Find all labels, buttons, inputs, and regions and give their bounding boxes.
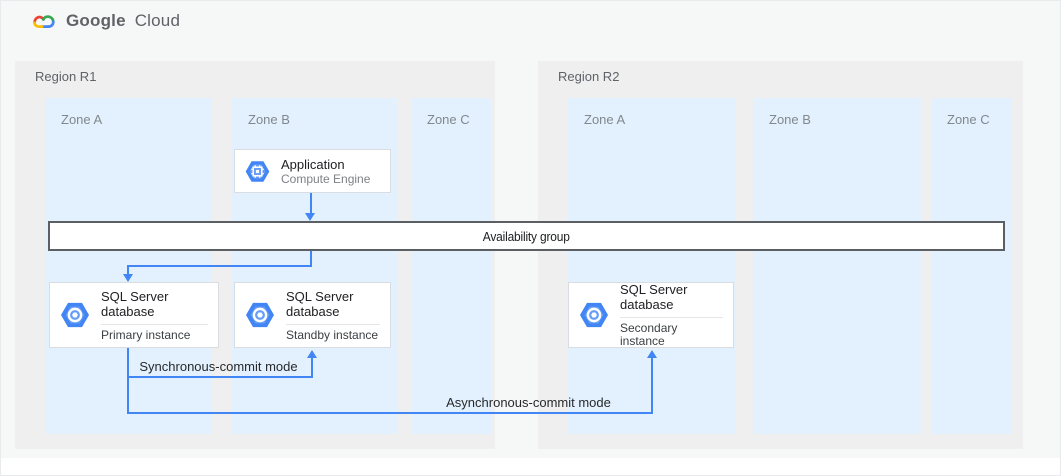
primary-instance-label: Primary instance [101, 327, 191, 342]
zone-r1-a-label: Zone A [61, 112, 103, 127]
zone-r1-b-label: Zone B [248, 112, 290, 127]
card-divider [101, 323, 208, 325]
logo-word-google: Google [66, 11, 126, 30]
edge-async-vertical [651, 357, 653, 414]
logo-wordmark: Google Cloud [66, 11, 180, 31]
card-divider [620, 317, 723, 318]
bottom-margin [1, 458, 1060, 475]
google-cloud-icon [33, 15, 55, 28]
edge-ag-to-primary-seg1 [310, 251, 312, 267]
sql-server-hexagon-icon [578, 299, 610, 331]
arrowhead-into-ag [305, 213, 315, 221]
zone-r2-c-label: Zone C [947, 112, 990, 127]
zone-r2-c: Zone C [931, 98, 1011, 434]
compute-engine-hexagon-icon [244, 158, 271, 185]
standby-sql-title: SQL Server database [286, 288, 354, 319]
zone-r1-c: Zone C [411, 98, 491, 434]
primary-sql-card: SQL Server database Primary instance [49, 282, 219, 348]
arrowhead-into-standby [307, 350, 317, 358]
region-r1-label: Region R1 [35, 69, 97, 84]
card-divider [286, 323, 380, 325]
secondary-sql-card: SQL Server database Secondary instance [568, 282, 734, 348]
edge-async-horizontal [127, 412, 653, 414]
edge-sync-horizontal [127, 376, 313, 378]
secondary-instance-label: Secondary instance [620, 321, 678, 348]
application-title: Application [281, 156, 345, 172]
edge-primary-trunk [127, 348, 129, 414]
edge-app-to-ag [310, 193, 312, 216]
edge-sync-vertical [311, 357, 313, 378]
application-subtitle: Compute Engine [281, 171, 371, 186]
arrowhead-into-primary [123, 274, 133, 282]
availability-group-bar: Availability group [48, 221, 1005, 251]
async-commit-label: Asynchronous-commit mode [446, 395, 611, 410]
zone-r2-a-label: Zone A [584, 112, 626, 127]
standby-instance-label: Standby instance [286, 327, 379, 342]
logo-word-cloud: Cloud [134, 11, 181, 30]
sql-server-hexagon-icon [244, 299, 276, 331]
application-card: Application Compute Engine [234, 149, 391, 193]
sql-server-hexagon-icon [59, 299, 91, 331]
arrowhead-into-secondary [647, 350, 657, 358]
edge-ag-to-primary-seg3 [127, 265, 129, 276]
availability-group-label: Availability group [483, 228, 570, 244]
standby-sql-card: SQL Server database Standby instance [234, 282, 391, 348]
zone-r1-c-label: Zone C [427, 112, 470, 127]
zone-r2-b-label: Zone B [769, 112, 811, 127]
sync-commit-label: Synchronous-commit mode [139, 359, 298, 374]
primary-sql-title: SQL Server database [101, 288, 169, 319]
google-cloud-logo: Google Cloud [31, 10, 180, 32]
secondary-sql-title: SQL Server database [620, 282, 688, 312]
zone-r2-b: Zone B [753, 98, 921, 434]
edge-ag-to-primary-seg2 [127, 265, 312, 267]
region-r2-label: Region R2 [558, 69, 620, 84]
